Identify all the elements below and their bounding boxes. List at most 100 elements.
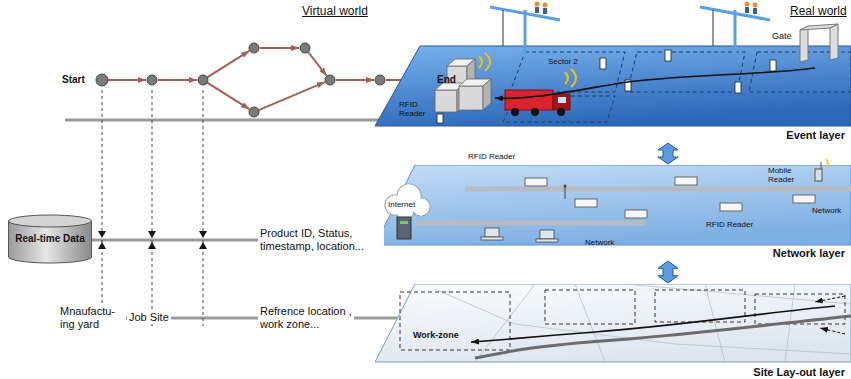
illustration-polygon — [199, 231, 207, 238]
illustration-g — [503, 10, 713, 46]
layer-panel: Event layer — [375, 40, 851, 142]
illustration-polygon — [800, 26, 808, 62]
text-label: Start — [62, 74, 85, 86]
illustration-circle — [147, 75, 157, 85]
text-label: Mnaufactu- ing yard — [58, 305, 126, 330]
illustration-circle — [249, 43, 259, 53]
illustration-rect — [536, 239, 558, 242]
illustration-rect — [543, 8, 547, 14]
illustration-rect — [505, 90, 553, 110]
illustration-line — [524, 10, 527, 55]
illustration-polygon — [830, 24, 838, 60]
illustration-polygon — [148, 231, 156, 238]
illustration-polygon — [98, 242, 106, 249]
illustration-g — [108, 48, 422, 110]
illustration-line — [207, 83, 249, 109]
illustration-rect — [485, 228, 499, 237]
illustration-g — [511, 108, 565, 116]
illustration-path — [471, 306, 835, 342]
illustration-rect — [665, 50, 671, 61]
text-label: Refrence location , work zone... — [258, 305, 354, 330]
illustration-circle — [96, 74, 108, 86]
illustration-line — [336, 79, 374, 81]
illustration-rect — [535, 7, 539, 13]
illustration-g — [815, 296, 845, 334]
layer-name: Network layer — [773, 247, 845, 259]
illustration-g — [400, 290, 845, 350]
illustration-polygon — [627, 52, 745, 92]
text-label: Virtual world — [302, 5, 368, 19]
illustration-circle — [198, 75, 208, 85]
illustration-g — [386, 185, 430, 220]
illustration-circle — [249, 107, 259, 117]
illustration-line — [713, 10, 714, 46]
illustration-circle — [300, 43, 310, 53]
illustration-circle — [375, 75, 385, 85]
illustration-rect — [735, 82, 741, 93]
illustration-g — [102, 90, 203, 326]
illustration-g — [503, 52, 851, 122]
illustration-circle — [531, 108, 539, 116]
database-cylinder: Real-time Data — [8, 214, 92, 264]
illustration-line — [565, 187, 566, 199]
illustration-rect — [558, 97, 566, 103]
illustration-rect — [815, 169, 822, 181]
illustration-line — [308, 52, 327, 76]
illustration-rect — [481, 237, 503, 240]
text-label: RFID Reader — [468, 152, 515, 161]
double-arrow-connector — [658, 261, 678, 283]
illustration-g — [535, 2, 758, 8]
illustration-line — [158, 79, 197, 81]
text-label: Job Site — [127, 311, 171, 324]
illustration-path — [575, 284, 605, 362]
layer-name: Site Lay-out layer — [753, 366, 845, 378]
illustration-path — [625, 284, 851, 304]
illustration-line — [465, 187, 851, 192]
illustration-g — [385, 184, 430, 220]
illustration-polygon — [483, 79, 491, 110]
illustration-rect — [553, 94, 570, 110]
illustration-path — [826, 159, 828, 167]
illustration-g — [437, 50, 776, 123]
illustration-rect — [545, 290, 635, 324]
illustration-rect — [525, 178, 547, 186]
text-label: Network — [812, 206, 841, 215]
layer-plane-shape — [375, 284, 851, 362]
illustration-circle — [543, 3, 548, 8]
illustration-g — [490, 7, 770, 55]
text-label: RFID Reader — [399, 100, 429, 118]
illustration-rect — [625, 210, 647, 218]
illustration-line — [102, 90, 103, 326]
text-label: RFID Reader — [706, 220, 753, 229]
illustration-polygon — [800, 24, 838, 30]
layer-plane-shape — [375, 46, 851, 126]
text-label: Gate — [772, 31, 792, 41]
layer-name: Event layer — [786, 129, 845, 141]
illustration-rect — [600, 58, 606, 69]
illustration-circle — [535, 2, 540, 7]
illustration-rect — [575, 199, 597, 207]
text-label: Network — [585, 238, 614, 247]
text-label: Product ID, Status, timestamp, location.… — [258, 227, 384, 252]
event-layer-illustration — [375, 40, 851, 142]
illustration-g — [435, 59, 491, 112]
illustration-circle — [511, 108, 519, 116]
illustration-rect — [770, 60, 776, 71]
illustration-rect — [400, 292, 510, 350]
text-label: Work-zone — [413, 330, 459, 340]
illustration-polygon — [98, 231, 106, 238]
illustration-g — [435, 284, 851, 362]
illustration-rect — [793, 195, 815, 203]
illustration-g — [96, 43, 434, 117]
illustration-path — [705, 284, 725, 362]
illustration-line — [734, 10, 737, 55]
illustration-path — [820, 328, 845, 334]
illustration-path — [485, 53, 490, 71]
text-label: End — [437, 74, 456, 86]
illustration-rect — [745, 7, 749, 13]
illustration-line — [203, 90, 204, 326]
text-label: Real world — [790, 5, 847, 19]
illustration-line — [503, 10, 504, 46]
layer-plane-shape — [375, 165, 851, 245]
